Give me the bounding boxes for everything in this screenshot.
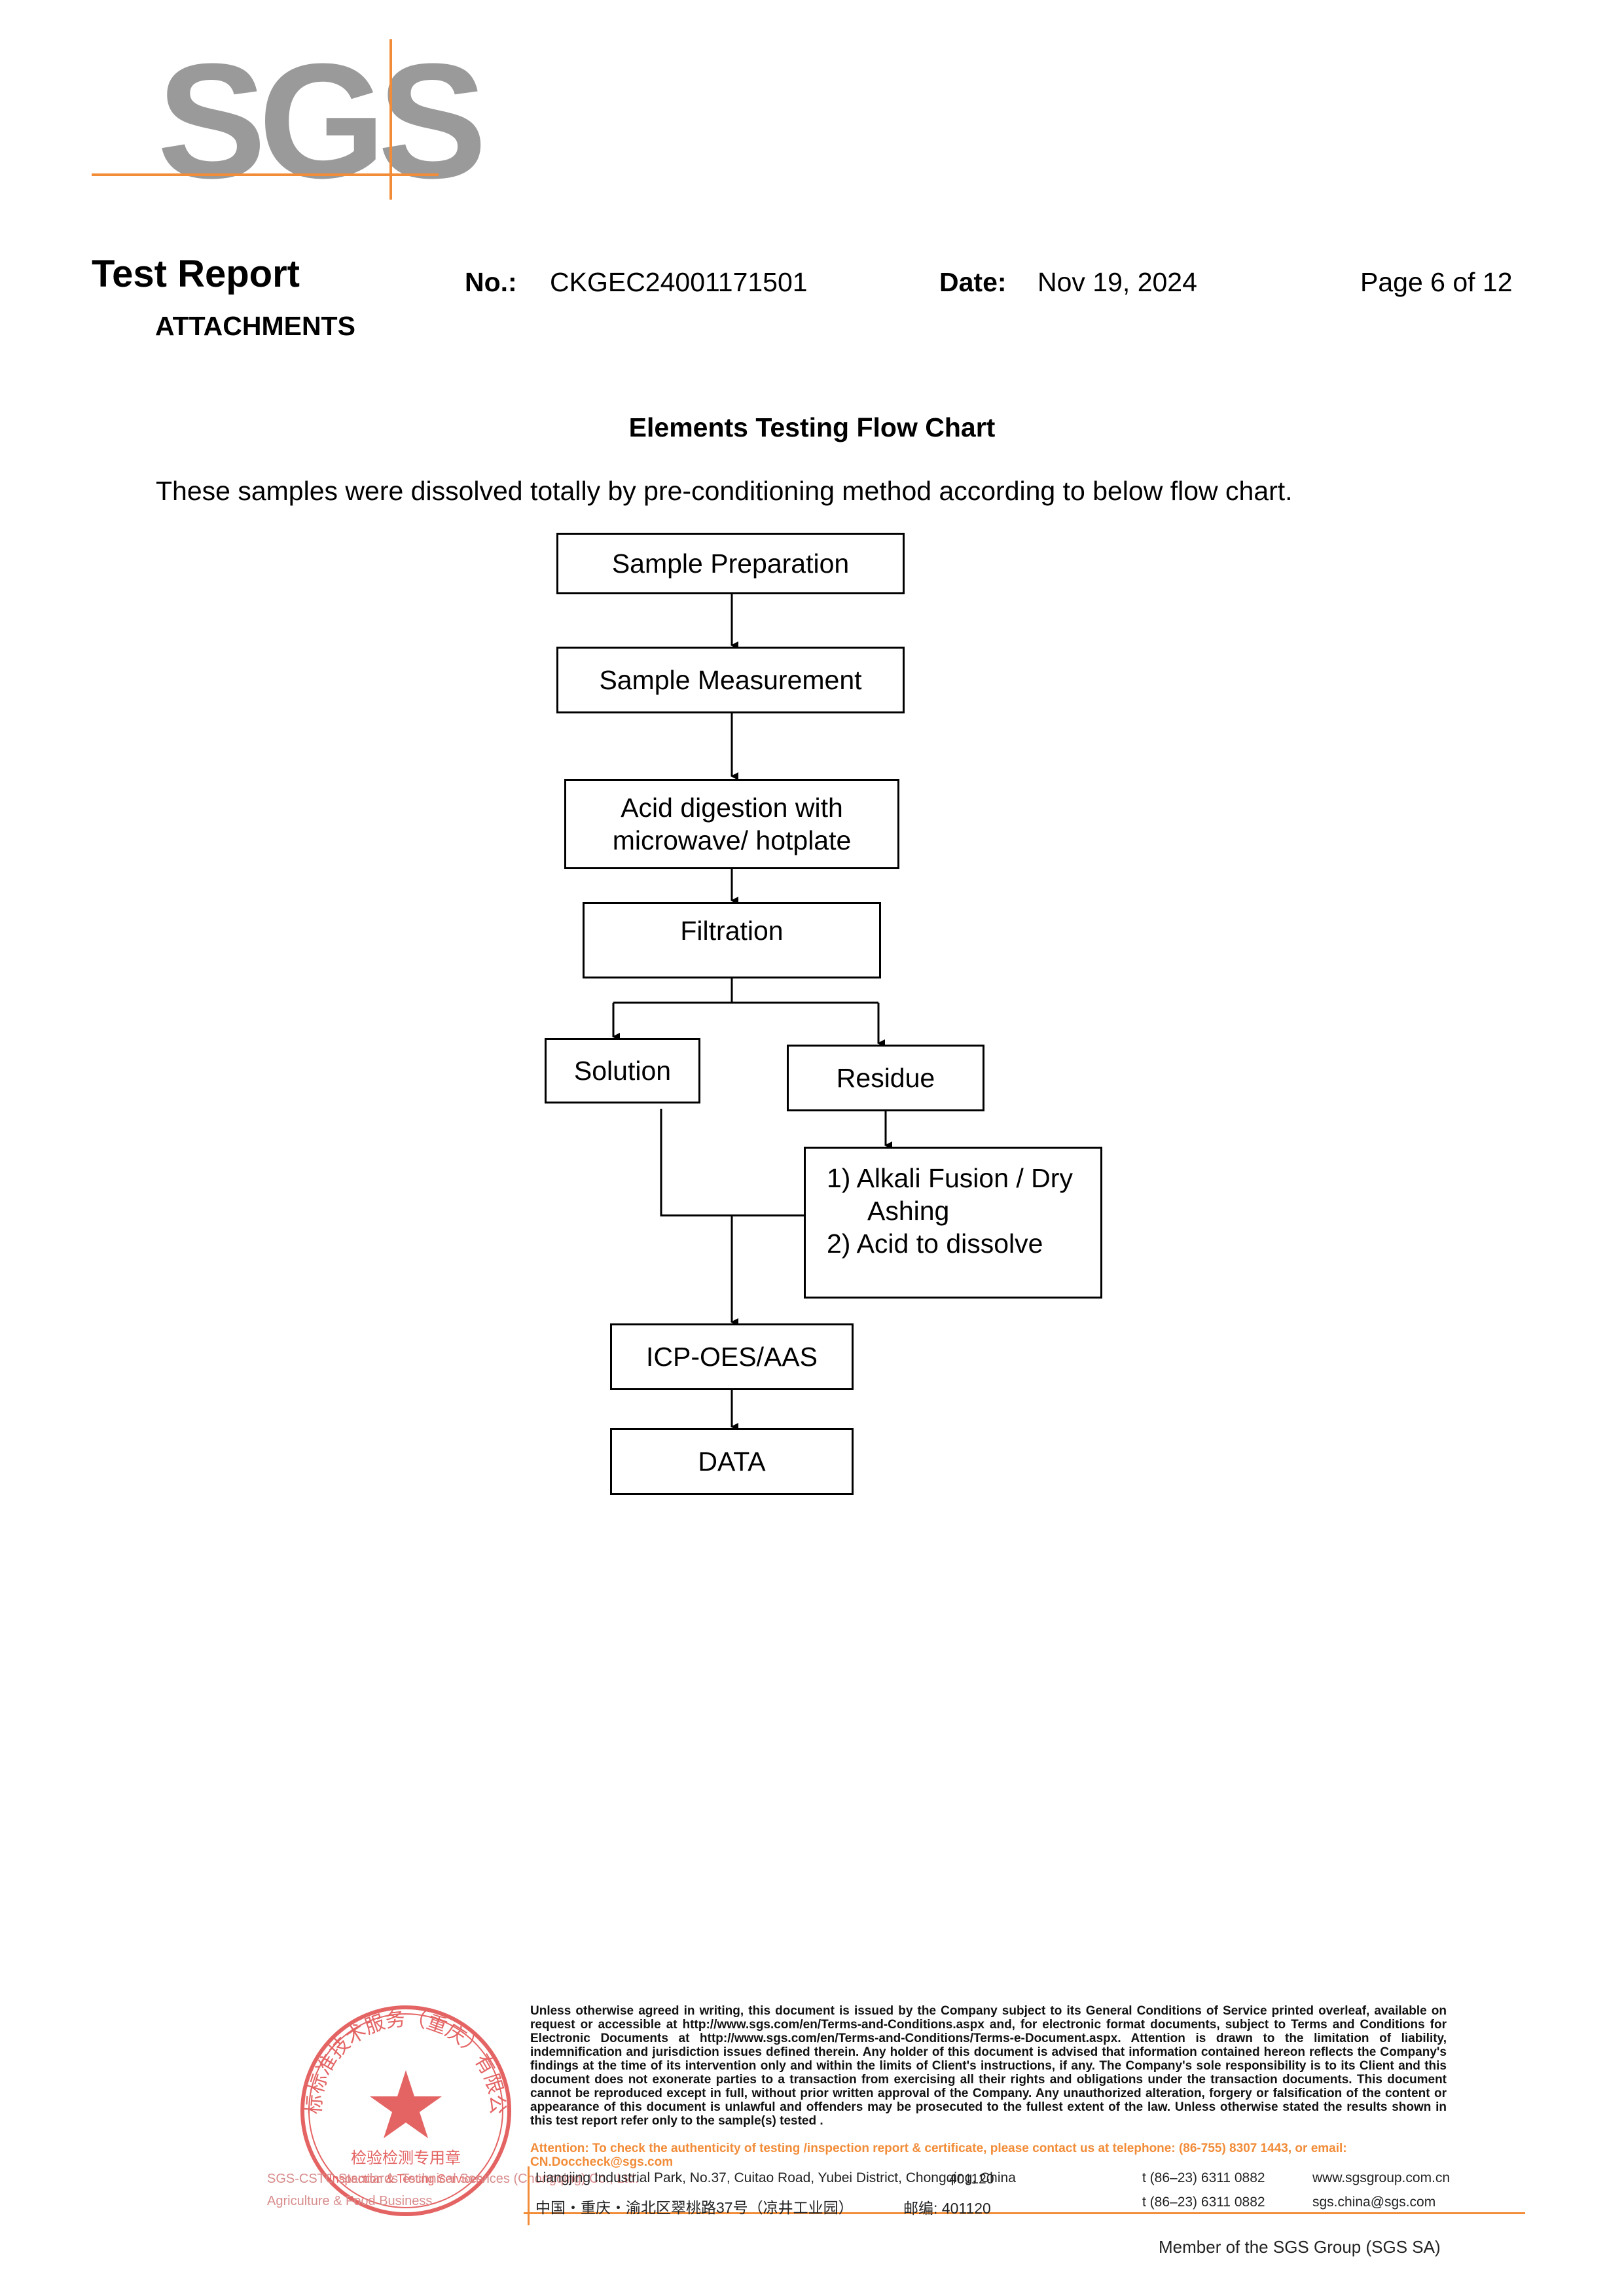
flow-box-alkali-fusion: 1) Alkali Fusion / Dry Ashing 2) Acid to… [804, 1147, 1102, 1299]
report-number: CKGEC24001171501 [550, 267, 808, 297]
authenticity-notice: Attention: To check the authenticity of … [530, 2142, 1347, 2169]
flow-label: 1) Alkali Fusion / Dry [827, 1163, 1073, 1193]
footer-divider [524, 2212, 1525, 2214]
chart-title: Elements Testing Flow Chart [628, 412, 996, 442]
intro-text: These samples were dissolved totally by … [156, 476, 1293, 506]
stamp-company-name: SGS-CSTC Standards Technical Services (C… [267, 2172, 639, 2186]
date-label: Date: [939, 267, 1007, 297]
footer-vertical-line [528, 2166, 530, 2225]
website-link[interactable]: www.sgsgroup.com.cn [1312, 2170, 1451, 2185]
legal-disclaimer: Unless otherwise agreed in writing, this… [530, 2004, 1447, 2128]
telephone-1: t (86–23) 6311 0882 [1142, 2170, 1265, 2185]
flow-label: Filtration [680, 916, 784, 946]
logo-horizontal-line [92, 173, 439, 176]
flow-box-acid-digestion: Acid digestion with microwave/ hotplate [564, 779, 899, 869]
flow-label: microwave/ hotplate [612, 825, 852, 855]
page-number: Page 6 of 12 [1360, 267, 1513, 297]
report-date: Nov 19, 2024 [1038, 267, 1197, 297]
email-link[interactable]: sgs.china@sgs.com [1312, 2195, 1436, 2210]
report-title: Test Report [92, 253, 300, 295]
line-solution-join [660, 1109, 804, 1217]
flow-label: Residue [836, 1063, 935, 1093]
flow-label: Sample Measurement [599, 665, 862, 695]
flow-box-solution: Solution [545, 1038, 700, 1103]
address-chinese: 中国・重庆・渝北区翠桃路37号（凉井工业园） [535, 2199, 854, 2216]
section-heading: ATTACHMENTS [155, 311, 355, 341]
flow-label: Solution [573, 1056, 672, 1086]
postcode-english: 401120 [949, 2172, 994, 2187]
flow-label: 2) Acid to dissolve [827, 1229, 1043, 1259]
company-seal-stamp: 通标标准技术服务（重庆）有限公司 检验检测专用章 Inspection & Te… [281, 2000, 511, 2216]
stamp-company-division: Agriculture & Food Business [267, 2194, 433, 2208]
svg-text:Inspection & Testing Services: Inspection & Testing Services [329, 2172, 483, 2185]
svg-text:检验检测专用章: 检验检测专用章 [351, 2149, 461, 2167]
flow-box-sample-measurement: Sample Measurement [556, 647, 905, 713]
flow-label: ICP-OES/AAS [645, 1342, 818, 1372]
flow-box-icp-oes-aas: ICP-OES/AAS [610, 1323, 854, 1390]
postcode-chinese: 邮编: 401120 [903, 2200, 991, 2217]
telephone-2: t (86–23) 6311 0882 [1142, 2195, 1265, 2210]
flow-label: Ashing [867, 1196, 950, 1226]
flow-box-sample-preparation: Sample Preparation [556, 533, 905, 594]
logo-vertical-line [389, 39, 392, 200]
flow-box-filtration: Filtration [583, 902, 881, 978]
flow-label: Acid digestion with [621, 793, 843, 823]
address-english: Liangjing Industrial Park, No.37, Cuitao… [535, 2170, 1016, 2185]
flow-label: Sample Preparation [611, 548, 850, 579]
report-number-label: No.: [465, 267, 517, 297]
flow-box-data: DATA [610, 1428, 854, 1495]
flow-box-residue: Residue [787, 1045, 984, 1111]
flow-label: DATA [698, 1446, 766, 1477]
member-of-group: Member of the SGS Group (SGS SA) [1159, 2237, 1441, 2257]
